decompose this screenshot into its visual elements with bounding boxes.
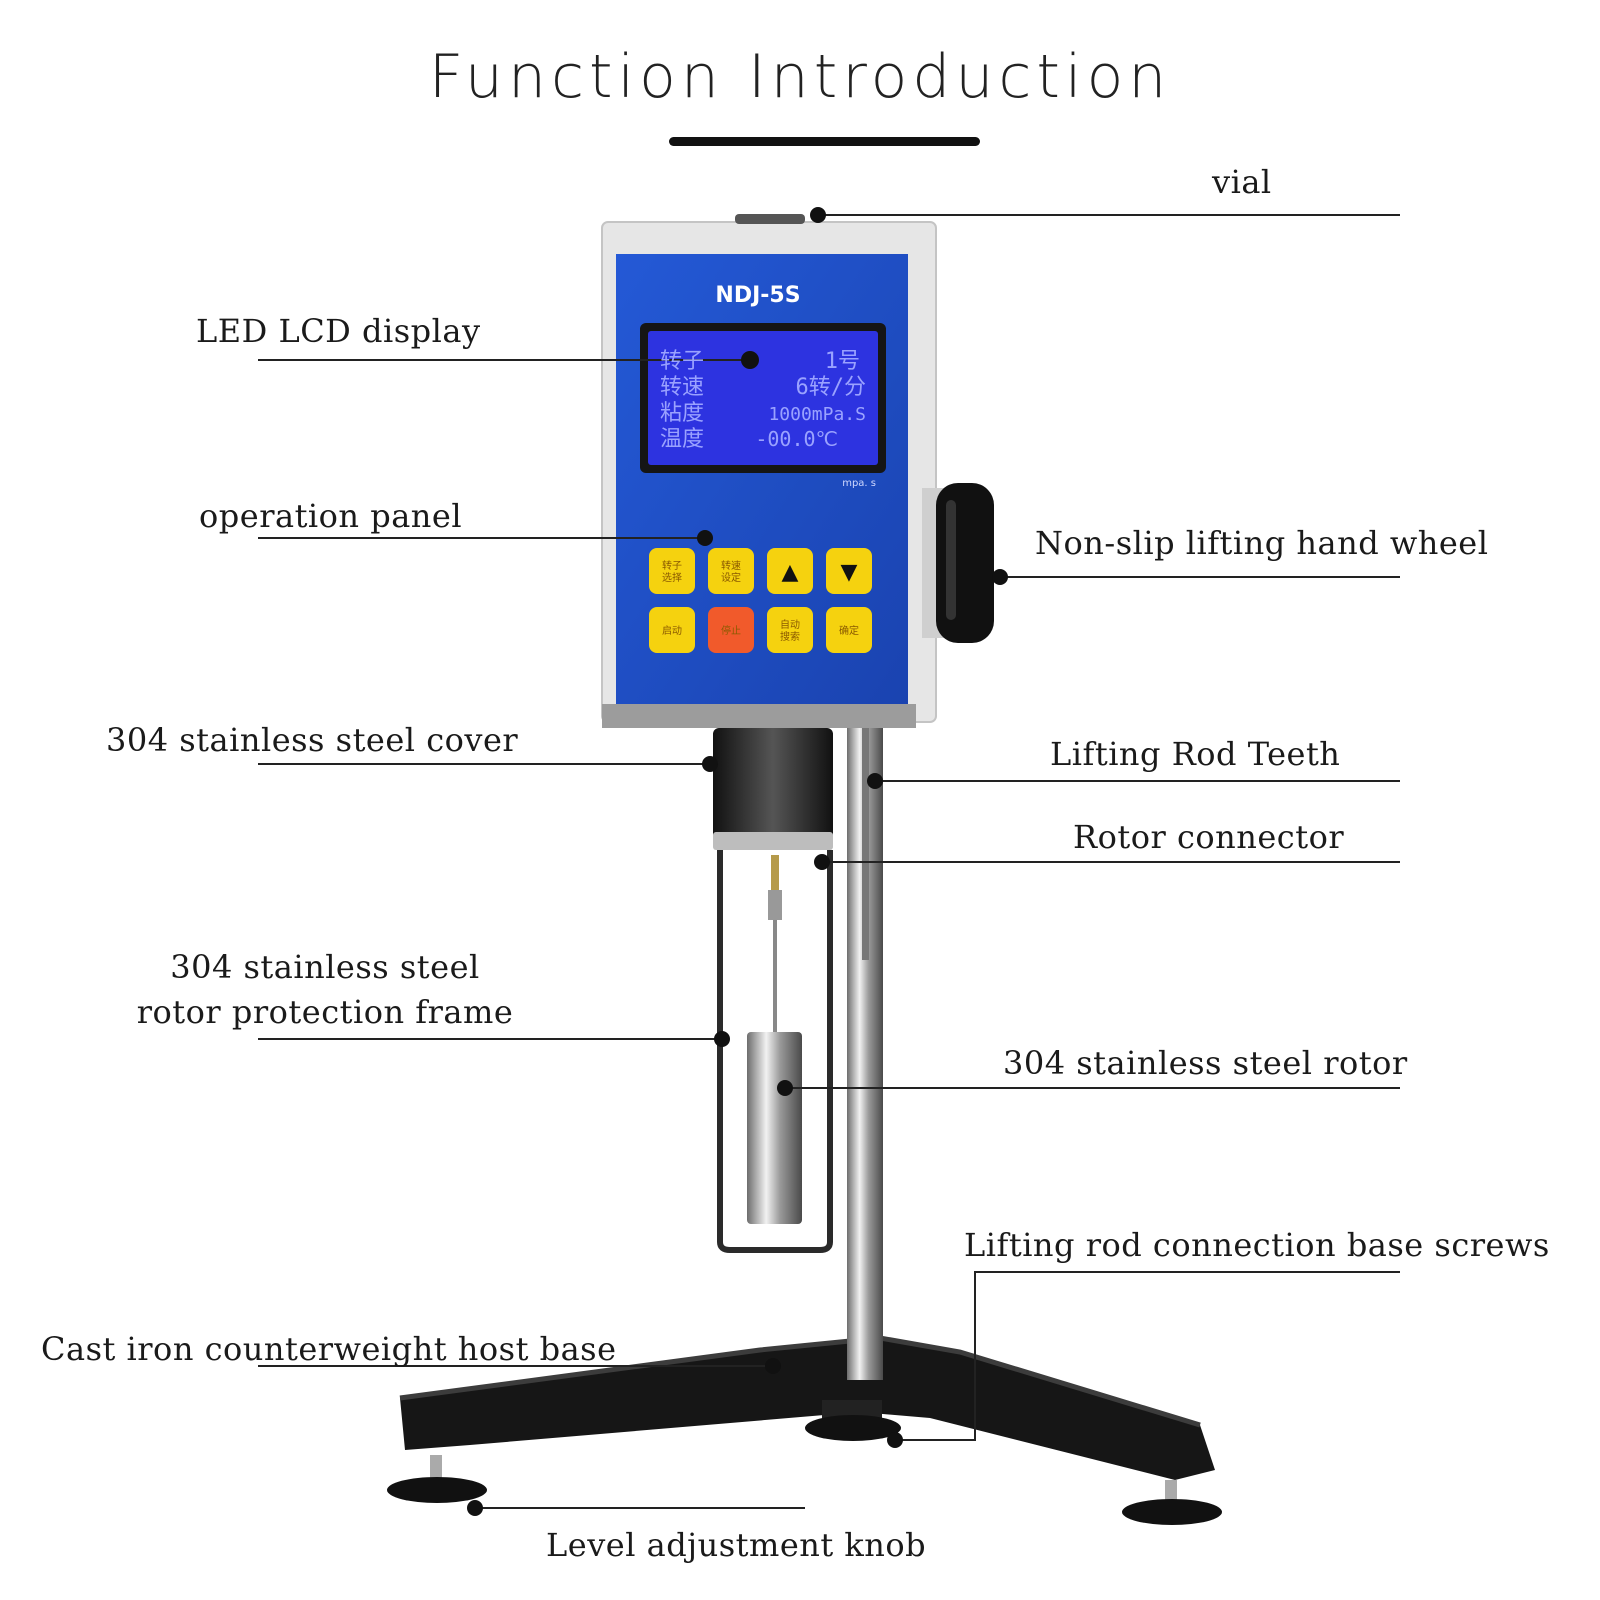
label-lcd-display: LED LCD display bbox=[196, 312, 481, 350]
button-face[interactable] bbox=[708, 548, 754, 594]
title-underline bbox=[669, 137, 980, 146]
label-base-screws: Lifting rod connection base screws bbox=[964, 1226, 1550, 1264]
label-rotor-connector: Rotor connector bbox=[1073, 818, 1345, 856]
button-label: 确定 bbox=[839, 624, 859, 637]
label-level-knob: Level adjustment knob bbox=[546, 1526, 927, 1564]
screen-value: 6转/分 bbox=[796, 375, 867, 400]
label-steel-cover: 304 stainless steel cover bbox=[106, 721, 519, 759]
leader-lines bbox=[258, 214, 1400, 1509]
button-label: 转速 bbox=[721, 559, 741, 572]
screen-value: 1000mPa.S bbox=[768, 404, 866, 425]
button-label: 选择 bbox=[662, 571, 682, 584]
button-label: ▲ bbox=[782, 560, 799, 585]
button-label: 转子 bbox=[662, 559, 682, 572]
level-adjustment-knobs bbox=[387, 1415, 1222, 1525]
screen-label: 转速 bbox=[660, 375, 704, 400]
button-label: 搜索 bbox=[780, 630, 800, 643]
leader-dots bbox=[467, 207, 1008, 1516]
screen-value: 1号 bbox=[825, 349, 860, 374]
button-face[interactable] bbox=[649, 607, 695, 653]
panel-button[interactable]: ▼ bbox=[826, 548, 872, 594]
button-face[interactable] bbox=[826, 548, 872, 594]
label-rotor: 304 stainless steel rotor bbox=[1003, 1044, 1408, 1082]
unit-mark: mpa. s bbox=[842, 478, 876, 489]
screen-label: 温度 bbox=[660, 427, 704, 452]
stainless-cover bbox=[713, 728, 833, 850]
screen-value: -00.0℃ bbox=[755, 427, 838, 451]
label-vial: vial bbox=[1212, 163, 1272, 201]
label-hand-wheel: Non-slip lifting hand wheel bbox=[1035, 524, 1489, 562]
label-host-base: Cast iron counterweight host base bbox=[41, 1330, 617, 1368]
lifting-rod bbox=[847, 700, 883, 1380]
button-label: 启动 bbox=[662, 624, 682, 637]
panel-button[interactable]: 停止 bbox=[708, 607, 754, 653]
button-face[interactable] bbox=[767, 548, 813, 594]
button-face[interactable] bbox=[708, 607, 754, 653]
screen-label: 粘度 bbox=[660, 401, 704, 426]
button-label: ▼ bbox=[841, 560, 858, 585]
button-face[interactable] bbox=[767, 607, 813, 653]
label-rod-teeth: Lifting Rod Teeth bbox=[1050, 735, 1341, 773]
button-label: 自动 bbox=[780, 618, 800, 631]
operation-buttons: 转子选择转速设定▲▼启动停止自动搜索确定 bbox=[649, 548, 872, 653]
panel-button[interactable]: ▲ bbox=[767, 548, 813, 594]
panel-button[interactable]: 启动 bbox=[649, 607, 695, 653]
label-frame-line1: 304 stainless steel bbox=[170, 948, 480, 986]
rotor bbox=[747, 855, 802, 1224]
panel-button[interactable]: 确定 bbox=[826, 607, 872, 653]
model-name: NDJ-5S bbox=[715, 283, 800, 308]
rotor-protection-frame bbox=[717, 850, 833, 1253]
label-operation-panel: operation panel bbox=[199, 497, 463, 535]
label-frame-line2: rotor protection frame bbox=[136, 993, 514, 1031]
button-label: 设定 bbox=[721, 571, 741, 584]
hand-wheel bbox=[922, 483, 994, 643]
button-label: 停止 bbox=[721, 624, 741, 637]
button-face[interactable] bbox=[649, 548, 695, 594]
button-face[interactable] bbox=[826, 607, 872, 653]
screen-label: 转子 bbox=[660, 349, 704, 374]
page-title: Function Introduction bbox=[428, 42, 1172, 112]
